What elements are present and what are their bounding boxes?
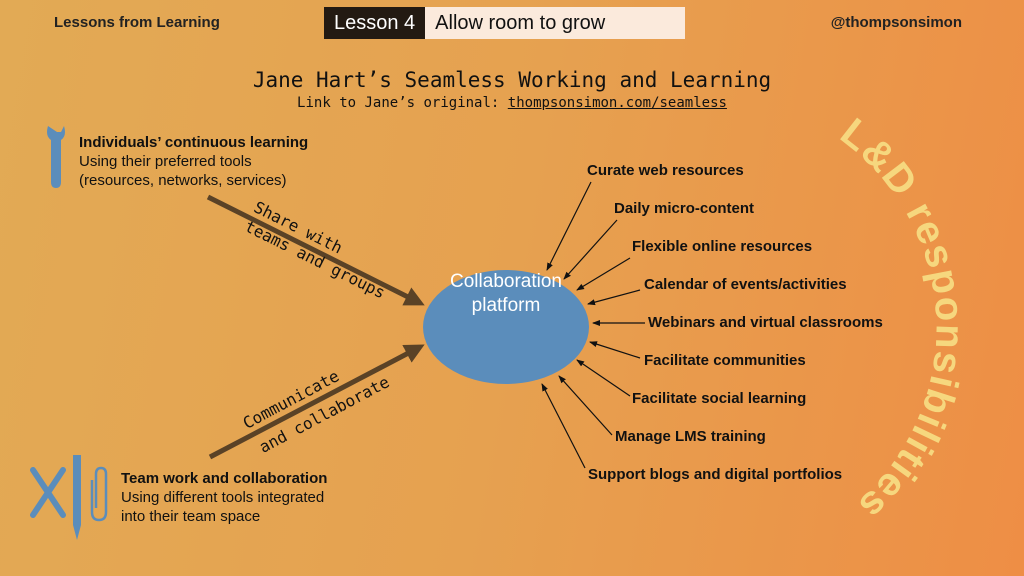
team-line1: Using different tools integrated bbox=[121, 489, 325, 506]
series-name: Lessons from Learning bbox=[54, 14, 220, 31]
individual-title: Individuals’ continuous learning bbox=[79, 134, 309, 151]
link-prefix: Link to Jane’s original: bbox=[297, 95, 500, 111]
individual-line2: (resources, networks, services) bbox=[79, 172, 287, 189]
source-link-line: Link to Jane’s original: thompsonsimon.c… bbox=[0, 95, 1024, 111]
page-title: Jane Hart’s Seamless Working and Learnin… bbox=[252, 68, 772, 92]
lesson-number: Lesson 4 bbox=[324, 7, 426, 39]
center-line1: Collaboration bbox=[450, 271, 562, 292]
responsibility-item: Flexible online resources bbox=[632, 238, 813, 255]
pencil-icon bbox=[73, 455, 81, 540]
individual-block: Individuals’ continuous learning Using t… bbox=[79, 133, 308, 190]
responsibility-item: Facilitate communities bbox=[644, 352, 806, 369]
responsibility-item: Facilitate social learning bbox=[632, 390, 807, 407]
lesson-title: Allow room to grow bbox=[425, 7, 686, 39]
responsibility-item: Daily micro-content bbox=[614, 200, 755, 217]
center-line2: platform bbox=[471, 295, 541, 316]
team-block: Team work and collaboration Using differ… bbox=[121, 469, 327, 526]
responsibility-item: Calendar of events/activities bbox=[644, 276, 847, 293]
responsibility-item: Webinars and virtual classrooms bbox=[648, 314, 883, 331]
wrench-icon bbox=[47, 126, 65, 188]
responsibility-item: Curate web resources bbox=[587, 162, 744, 179]
responsibility-item: Manage LMS training bbox=[615, 428, 766, 445]
responsibility-arrows bbox=[541, 181, 645, 469]
responsibility-item: Support blogs and digital portfolios bbox=[588, 466, 843, 483]
twitter-handle: @thompsonsimon bbox=[830, 14, 962, 31]
collaboration-platform: Collaboration platform bbox=[423, 270, 589, 318]
collaboration-platform-ellipse bbox=[423, 270, 589, 384]
paperclip-icon bbox=[90, 466, 108, 522]
communicate-arrow bbox=[208, 344, 425, 460]
team-line2: into their team space bbox=[121, 508, 261, 525]
lesson-banner: Lesson 4 Allow room to grow bbox=[324, 7, 686, 39]
individual-line1: Using their preferred tools bbox=[79, 153, 252, 170]
team-title: Team work and collaboration bbox=[121, 470, 328, 487]
tools-icon bbox=[30, 467, 66, 518]
share-arrow bbox=[206, 194, 425, 306]
source-link[interactable]: thompsonsimon.com/seamless bbox=[507, 95, 727, 111]
